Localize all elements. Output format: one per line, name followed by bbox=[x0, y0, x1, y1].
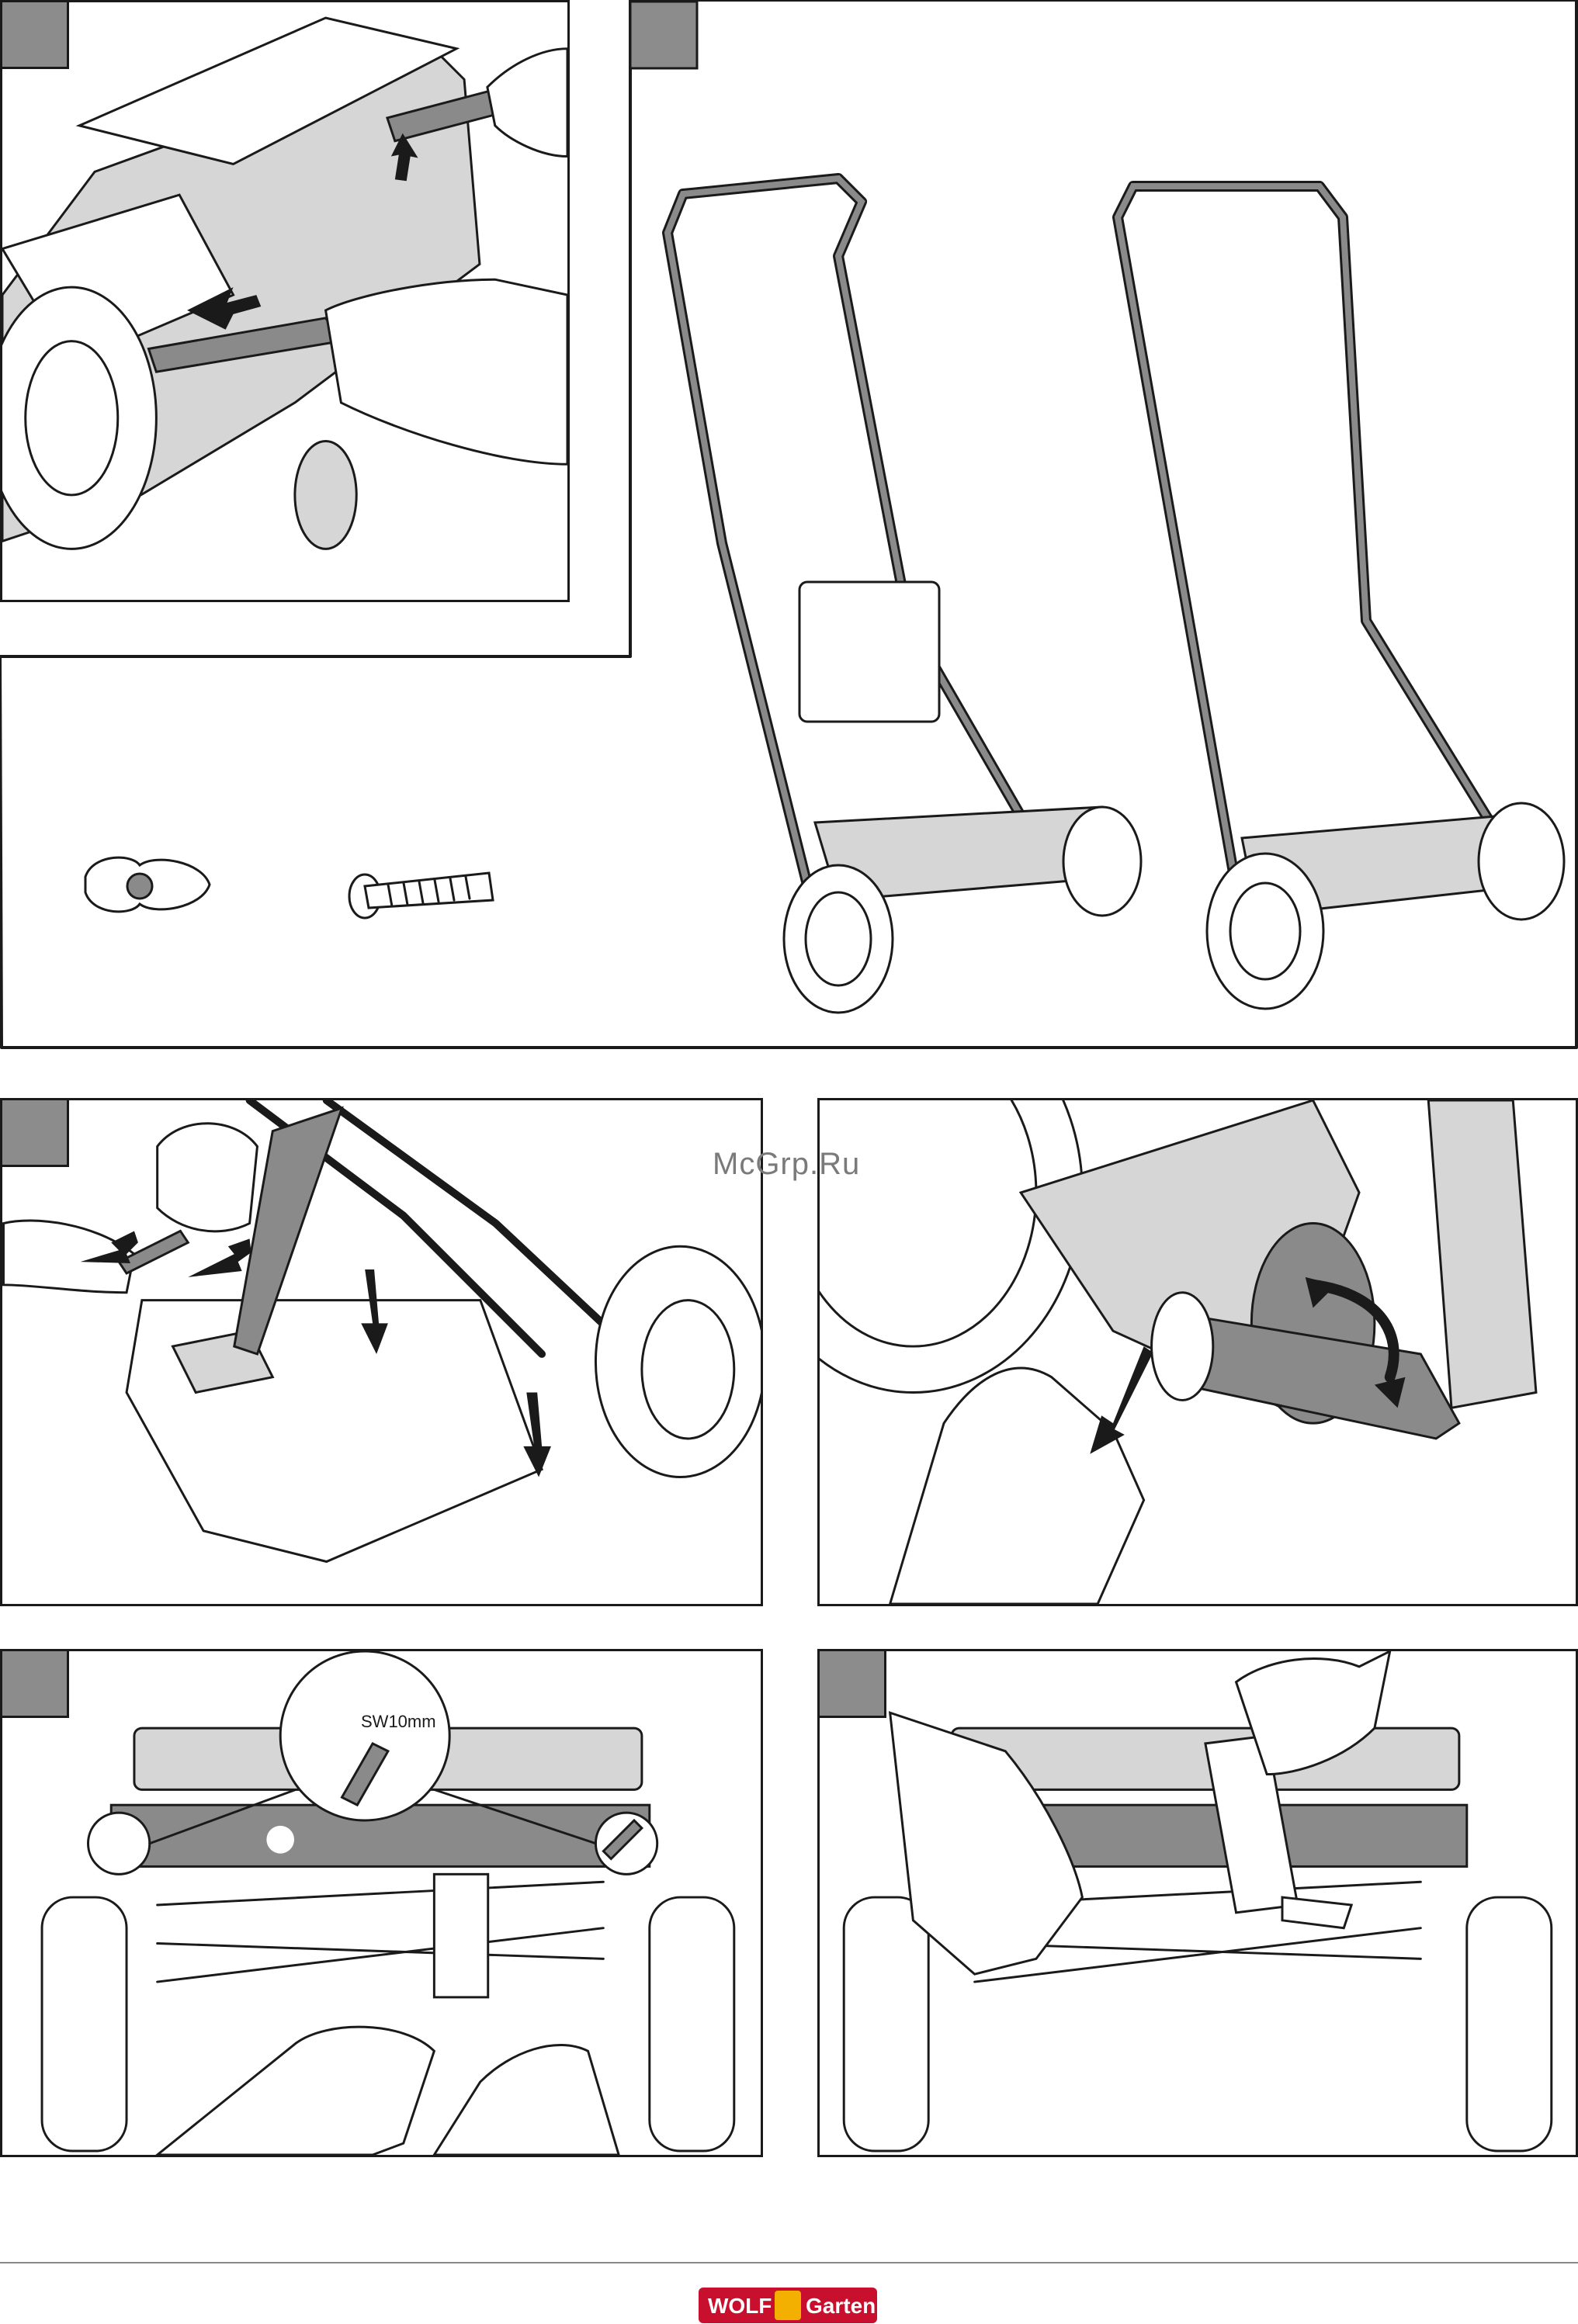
panel-2 bbox=[0, 0, 1578, 1049]
hand bbox=[890, 1368, 1144, 1604]
fox-icon bbox=[775, 2291, 801, 2320]
panel-6-illustration bbox=[820, 1651, 1576, 2155]
panel-6 bbox=[817, 1649, 1578, 2157]
reel bbox=[158, 1882, 604, 1982]
logo-text-left: WOLF bbox=[708, 2294, 772, 2319]
wolf-garten-logo: WOLF Garten bbox=[699, 2288, 877, 2323]
bolt-icon bbox=[349, 873, 493, 918]
panel-5: SW10mm bbox=[0, 1649, 763, 2157]
panel-4 bbox=[817, 1098, 1578, 1606]
watermark-text: McGrp.Ru bbox=[713, 1147, 860, 1182]
panel-2-illustration bbox=[0, 0, 1578, 1049]
feeler-paper bbox=[434, 1874, 487, 1997]
hands bbox=[158, 2027, 619, 2155]
wheel bbox=[820, 1100, 1082, 1393]
wrench-size-label: SW10mm bbox=[361, 1712, 436, 1732]
roller bbox=[1428, 1100, 1536, 1408]
wing-nut-icon bbox=[85, 857, 210, 912]
mower-handle-left bbox=[668, 178, 1141, 1013]
grass-box bbox=[127, 1301, 542, 1562]
wheel bbox=[595, 1246, 761, 1477]
panel-3 bbox=[0, 1098, 763, 1606]
panel-3-illustration bbox=[2, 1100, 761, 1604]
footer-divider bbox=[0, 2262, 1578, 2263]
mower-handle-right bbox=[1118, 186, 1564, 1009]
magnifier bbox=[280, 1651, 449, 1820]
logo-text-right: Garten bbox=[806, 2294, 876, 2319]
panel-4-illustration bbox=[820, 1100, 1576, 1604]
